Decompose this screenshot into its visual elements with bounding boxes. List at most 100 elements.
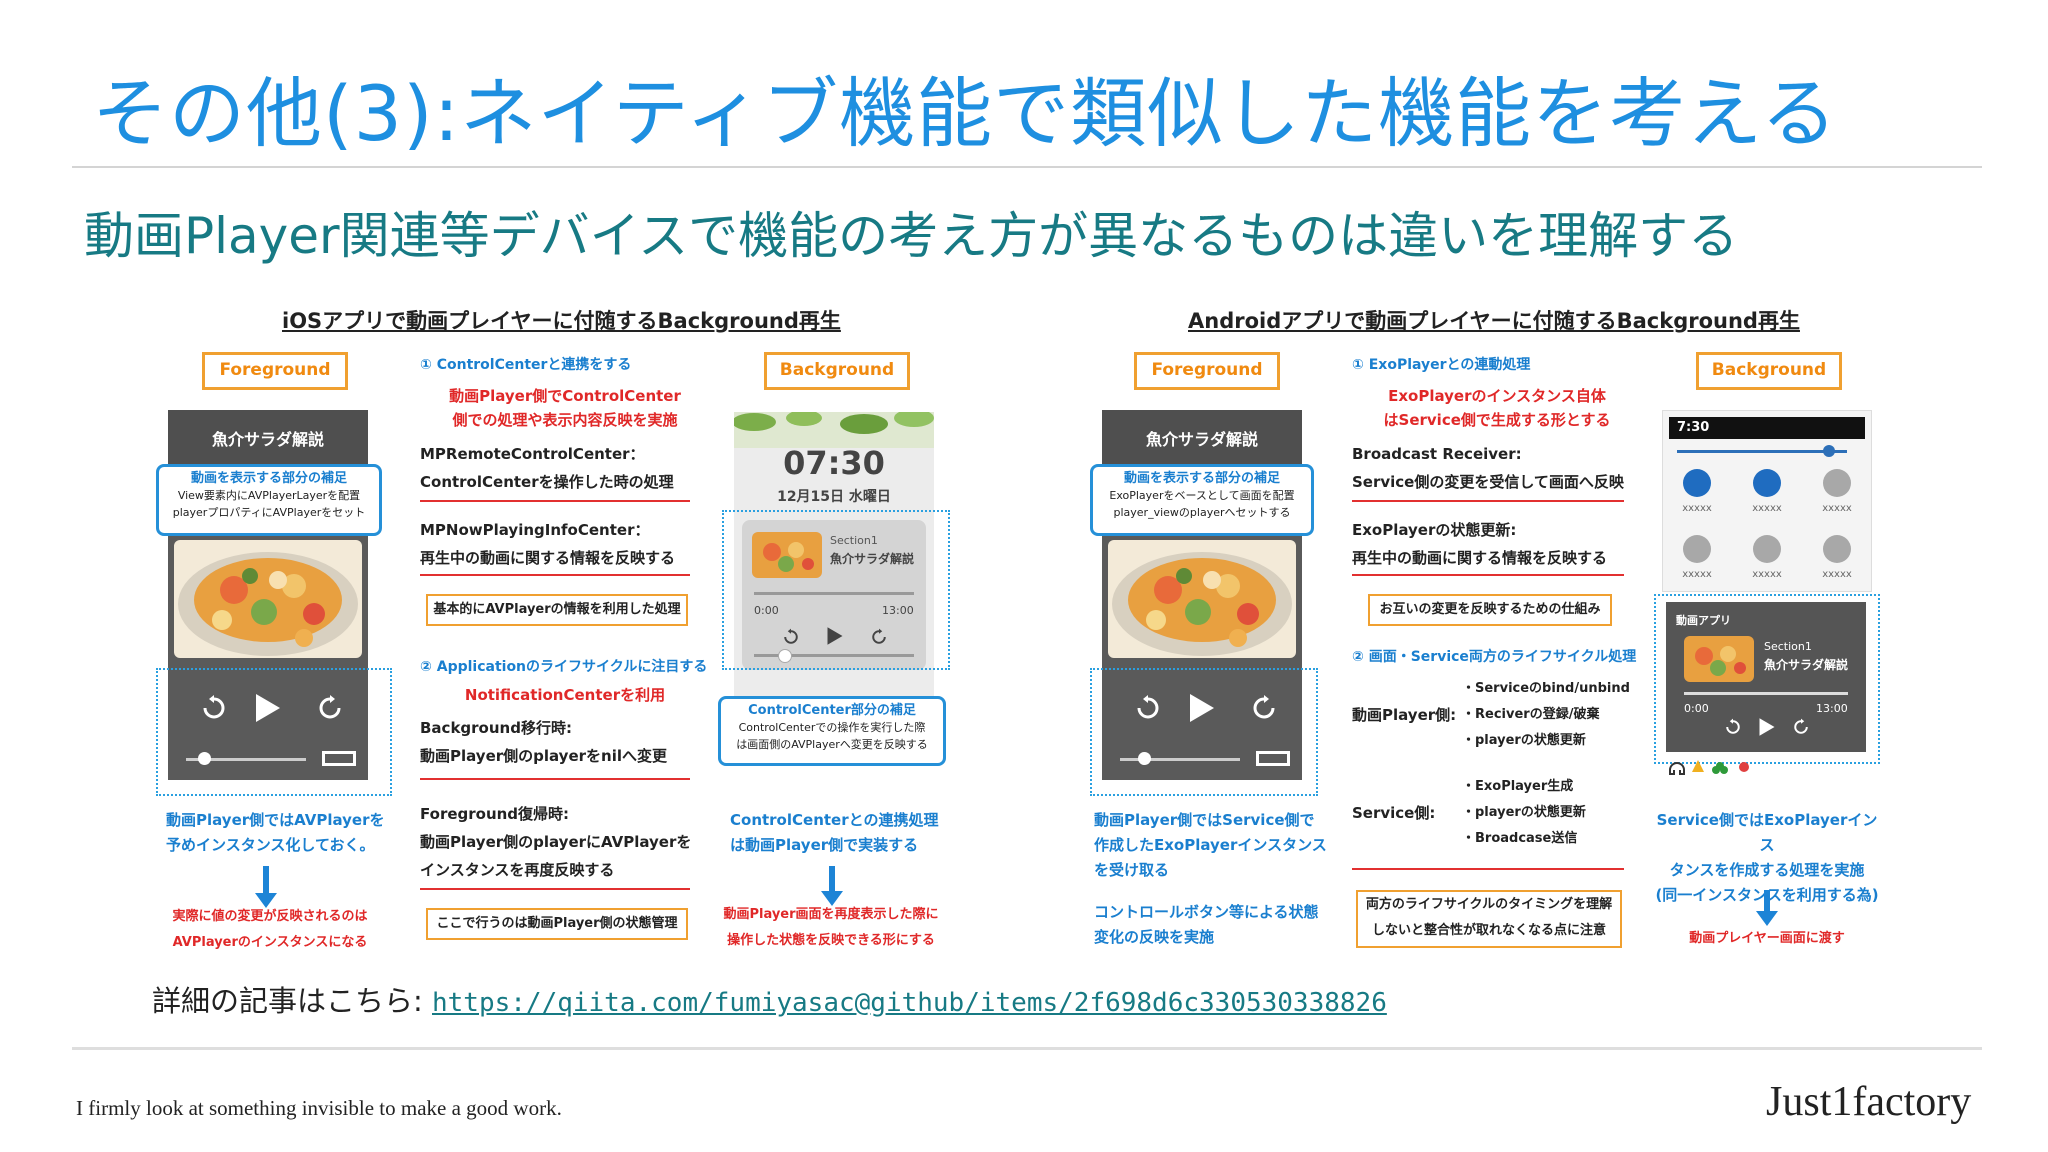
ios-np-volume-thumb[interactable]: [778, 649, 792, 663]
android-fg-callout: 動画を表示する部分の補足 ExoPlayerをベースとして画面を配置 playe…: [1090, 464, 1314, 536]
ios-fg-callout: 動画を表示する部分の補足 View要素内にAVPlayerLayerを配置 pl…: [156, 464, 382, 536]
android-s1-red-line2: はService側で生成する形とする: [1383, 411, 1611, 429]
android-dp-label: 動画Player側:: [1352, 706, 1457, 724]
android-brightness-bar[interactable]: [1677, 450, 1847, 453]
ios-fg-seek-thumb[interactable]: [198, 752, 211, 765]
footer-brand: Just1factory: [1766, 1079, 1972, 1125]
ios-left-red-line1: 実際に値の変更が反映されるのは: [172, 909, 368, 924]
ios-fg-callout-title: 動画を表示する部分の補足: [190, 471, 347, 486]
ios-np-rewind-icon[interactable]: [782, 628, 800, 650]
android-right-down-arrow-icon: [1756, 890, 1778, 926]
android-s1-arrow-1: [1352, 500, 1624, 502]
ios-bg-callout-title: ControlCenter部分の補足: [748, 703, 916, 718]
android-salad-image: [1108, 540, 1296, 658]
android-sv-list: ・ExoPlayer生成 ・playerの状態更新 ・Broadcase送信: [1462, 774, 1586, 852]
android-qs-label-2: xxxxx: [1752, 503, 1782, 514]
ios-lockscreen: 07:30 12月15日 水曜日 Section1 魚介サラダ解説 0:00 1…: [734, 412, 934, 722]
android-qs-tile-4[interactable]: [1683, 535, 1711, 563]
android-s1-b-line2: 再生中の動画に関する情報を反映する: [1352, 549, 1608, 567]
ios-s2-b-line1: Foreground復帰時:: [420, 805, 570, 823]
ios-fg-forward-icon[interactable]: [316, 694, 344, 726]
android-fg-rewind-icon[interactable]: [1134, 694, 1162, 726]
ios-np-start: 0:00: [754, 604, 779, 617]
ios-np-end: 13:00: [882, 604, 914, 617]
android-phone-title: 魚介サラダ解説: [1102, 410, 1302, 470]
ios-s2-a-line2: 動画Player側のplayerをnilへ変更: [420, 747, 667, 765]
android-s2-box: 両方のライフサイクルのタイミングを理解 しないと整合性が取れなくなる点に注意: [1356, 890, 1622, 948]
ios-fg-seekbar[interactable]: [186, 758, 306, 761]
android-media-notification: 動画アプリ Section1 魚介サラダ解説 0:00 13:00: [1666, 602, 1866, 752]
slide-title: その他(3):ネイティブ機能で類似した機能を考える: [92, 69, 1838, 158]
ios-left-note-line1: 動画Player側ではAVPlayerを: [166, 811, 385, 829]
ios-s1-arrow-2: [420, 574, 690, 576]
android-widget-forward-icon[interactable]: [1792, 718, 1810, 740]
ios-salad-image: [174, 540, 362, 658]
android-widget-play-icon[interactable]: [1758, 717, 1776, 741]
ios-np-forward-icon[interactable]: [870, 628, 888, 650]
ios-np-volume[interactable]: [754, 654, 914, 657]
ios-np-play-icon[interactable]: [826, 626, 844, 650]
ios-s2-arrow-2: [420, 888, 690, 890]
ios-s2-box: ここで行うのは動画Player側の状態管理: [426, 908, 688, 940]
android-notification-icons: [1668, 758, 1768, 780]
ios-left-red-note: 実際に値の変更が反映されるのは AVPlayerのインスタンスになる: [166, 904, 374, 956]
ios-s1-arrow-1: [420, 500, 690, 502]
ios-np-thumbnail: [752, 532, 822, 578]
ios-np-progress[interactable]: [754, 592, 914, 595]
android-fg-seekbar[interactable]: [1120, 758, 1240, 761]
leaf-decoration-icon: [734, 412, 934, 448]
android-widget-start: 0:00: [1684, 702, 1709, 715]
ios-s2-a-line1: Background移行時:: [420, 719, 572, 737]
android-sv-item-2: ・playerの状態更新: [1462, 805, 1586, 820]
android-fg-callout-line1: ExoPlayerをベースとして画面を配置: [1109, 489, 1295, 502]
ios-bg-callout-line1: ControlCenterでの操作を実行した際: [738, 721, 926, 734]
ios-np-section: Section1: [830, 534, 878, 547]
ios-s1-b-line1: MPNowPlayingInfoCenter：: [420, 521, 650, 539]
android-bg-highlight: [1654, 594, 1880, 764]
ios-np-title: 魚介サラダ解説: [830, 552, 915, 566]
android-quick-settings: 7:30 xxxxx xxxxx xxxxx xxxxx xxxxx xxxxx: [1662, 410, 1872, 592]
ios-s2-a: Background移行時: 動画Player側のplayerをnilへ変更: [420, 714, 667, 770]
ios-fg-callout-line2: playerプロパティにAVPlayerをセット: [172, 506, 366, 519]
ios-s1-b-line2: 再生中の動画に関する情報を反映する: [420, 549, 676, 567]
android-qs-tile-3[interactable]: [1823, 469, 1851, 497]
detail-label: 詳細の記事はこちら:: [152, 984, 423, 1018]
android-sv-item-3: ・Broadcase送信: [1462, 831, 1578, 846]
android-left-note-b: コントロールボタン等による状態 変化の反映を実施: [1094, 900, 1319, 950]
android-s1-b-line1: ExoPlayerの状態更新:: [1352, 521, 1517, 539]
android-sv-label: Service側:: [1352, 804, 1436, 822]
android-qs-tile-1[interactable]: [1683, 469, 1711, 497]
android-fg-fullscreen-icon[interactable]: [1256, 751, 1290, 766]
android-s2-arrow: [1352, 868, 1624, 870]
ios-fg-play-icon[interactable]: [254, 692, 282, 728]
android-qs-tile-2[interactable]: [1753, 469, 1781, 497]
android-qs-tile-6[interactable]: [1823, 535, 1851, 563]
android-dp-item-1: ・Serviceのbind/unbind: [1462, 681, 1630, 696]
ios-background-label: Background: [764, 352, 910, 390]
android-widget-progress[interactable]: [1684, 692, 1848, 695]
ios-s1-red: 動画Player側でControlCenter 側での処理や表示内容反映を実施: [420, 384, 710, 432]
android-left-note-line4: コントロールボタン等による状態: [1094, 903, 1319, 921]
android-s1-arrow-2: [1352, 574, 1624, 576]
ios-heading: iOSアプリで動画プレイヤーに付随するBackground再生: [282, 309, 841, 333]
android-fg-forward-icon[interactable]: [1250, 694, 1278, 726]
android-fg-seek-thumb[interactable]: [1138, 752, 1151, 765]
ios-fg-controls-highlight: [156, 668, 392, 796]
ios-fg-rewind-icon[interactable]: [200, 694, 228, 726]
ios-s1-heading: ① ControlCenterと連携をする: [420, 357, 632, 373]
detail-article-link[interactable]: https://qiita.com/fumiyasac@github/items…: [432, 988, 1387, 1018]
android-brightness-thumb[interactable]: [1823, 445, 1835, 457]
ios-s1-box: 基本的にAVPlayerの情報を利用した処理: [426, 594, 688, 626]
android-foreground-label: Foreground: [1134, 352, 1280, 390]
android-s1-a: Broadcast Receiver: Service側の変更を受信して画面へ反…: [1352, 440, 1624, 496]
android-fg-play-icon[interactable]: [1188, 692, 1216, 728]
ios-s1-red-line2: 側での処理や表示内容反映を実施: [452, 411, 678, 429]
android-widget-section: Section1: [1764, 640, 1812, 653]
android-qs-tile-5[interactable]: [1753, 535, 1781, 563]
ios-right-red-note: 動画Player画面を再度表示した際に 操作した状態を反映できる形にする: [716, 902, 946, 954]
android-heading: Androidアプリで動画プレイヤーに付随するBackground再生: [1188, 309, 1800, 333]
android-fg-callout-line2: player_viewのplayerへセットする: [1113, 506, 1291, 519]
android-widget-rewind-icon[interactable]: [1724, 718, 1742, 740]
ios-fg-fullscreen-icon[interactable]: [322, 751, 356, 766]
ios-foreground-label: Foreground: [202, 352, 348, 390]
